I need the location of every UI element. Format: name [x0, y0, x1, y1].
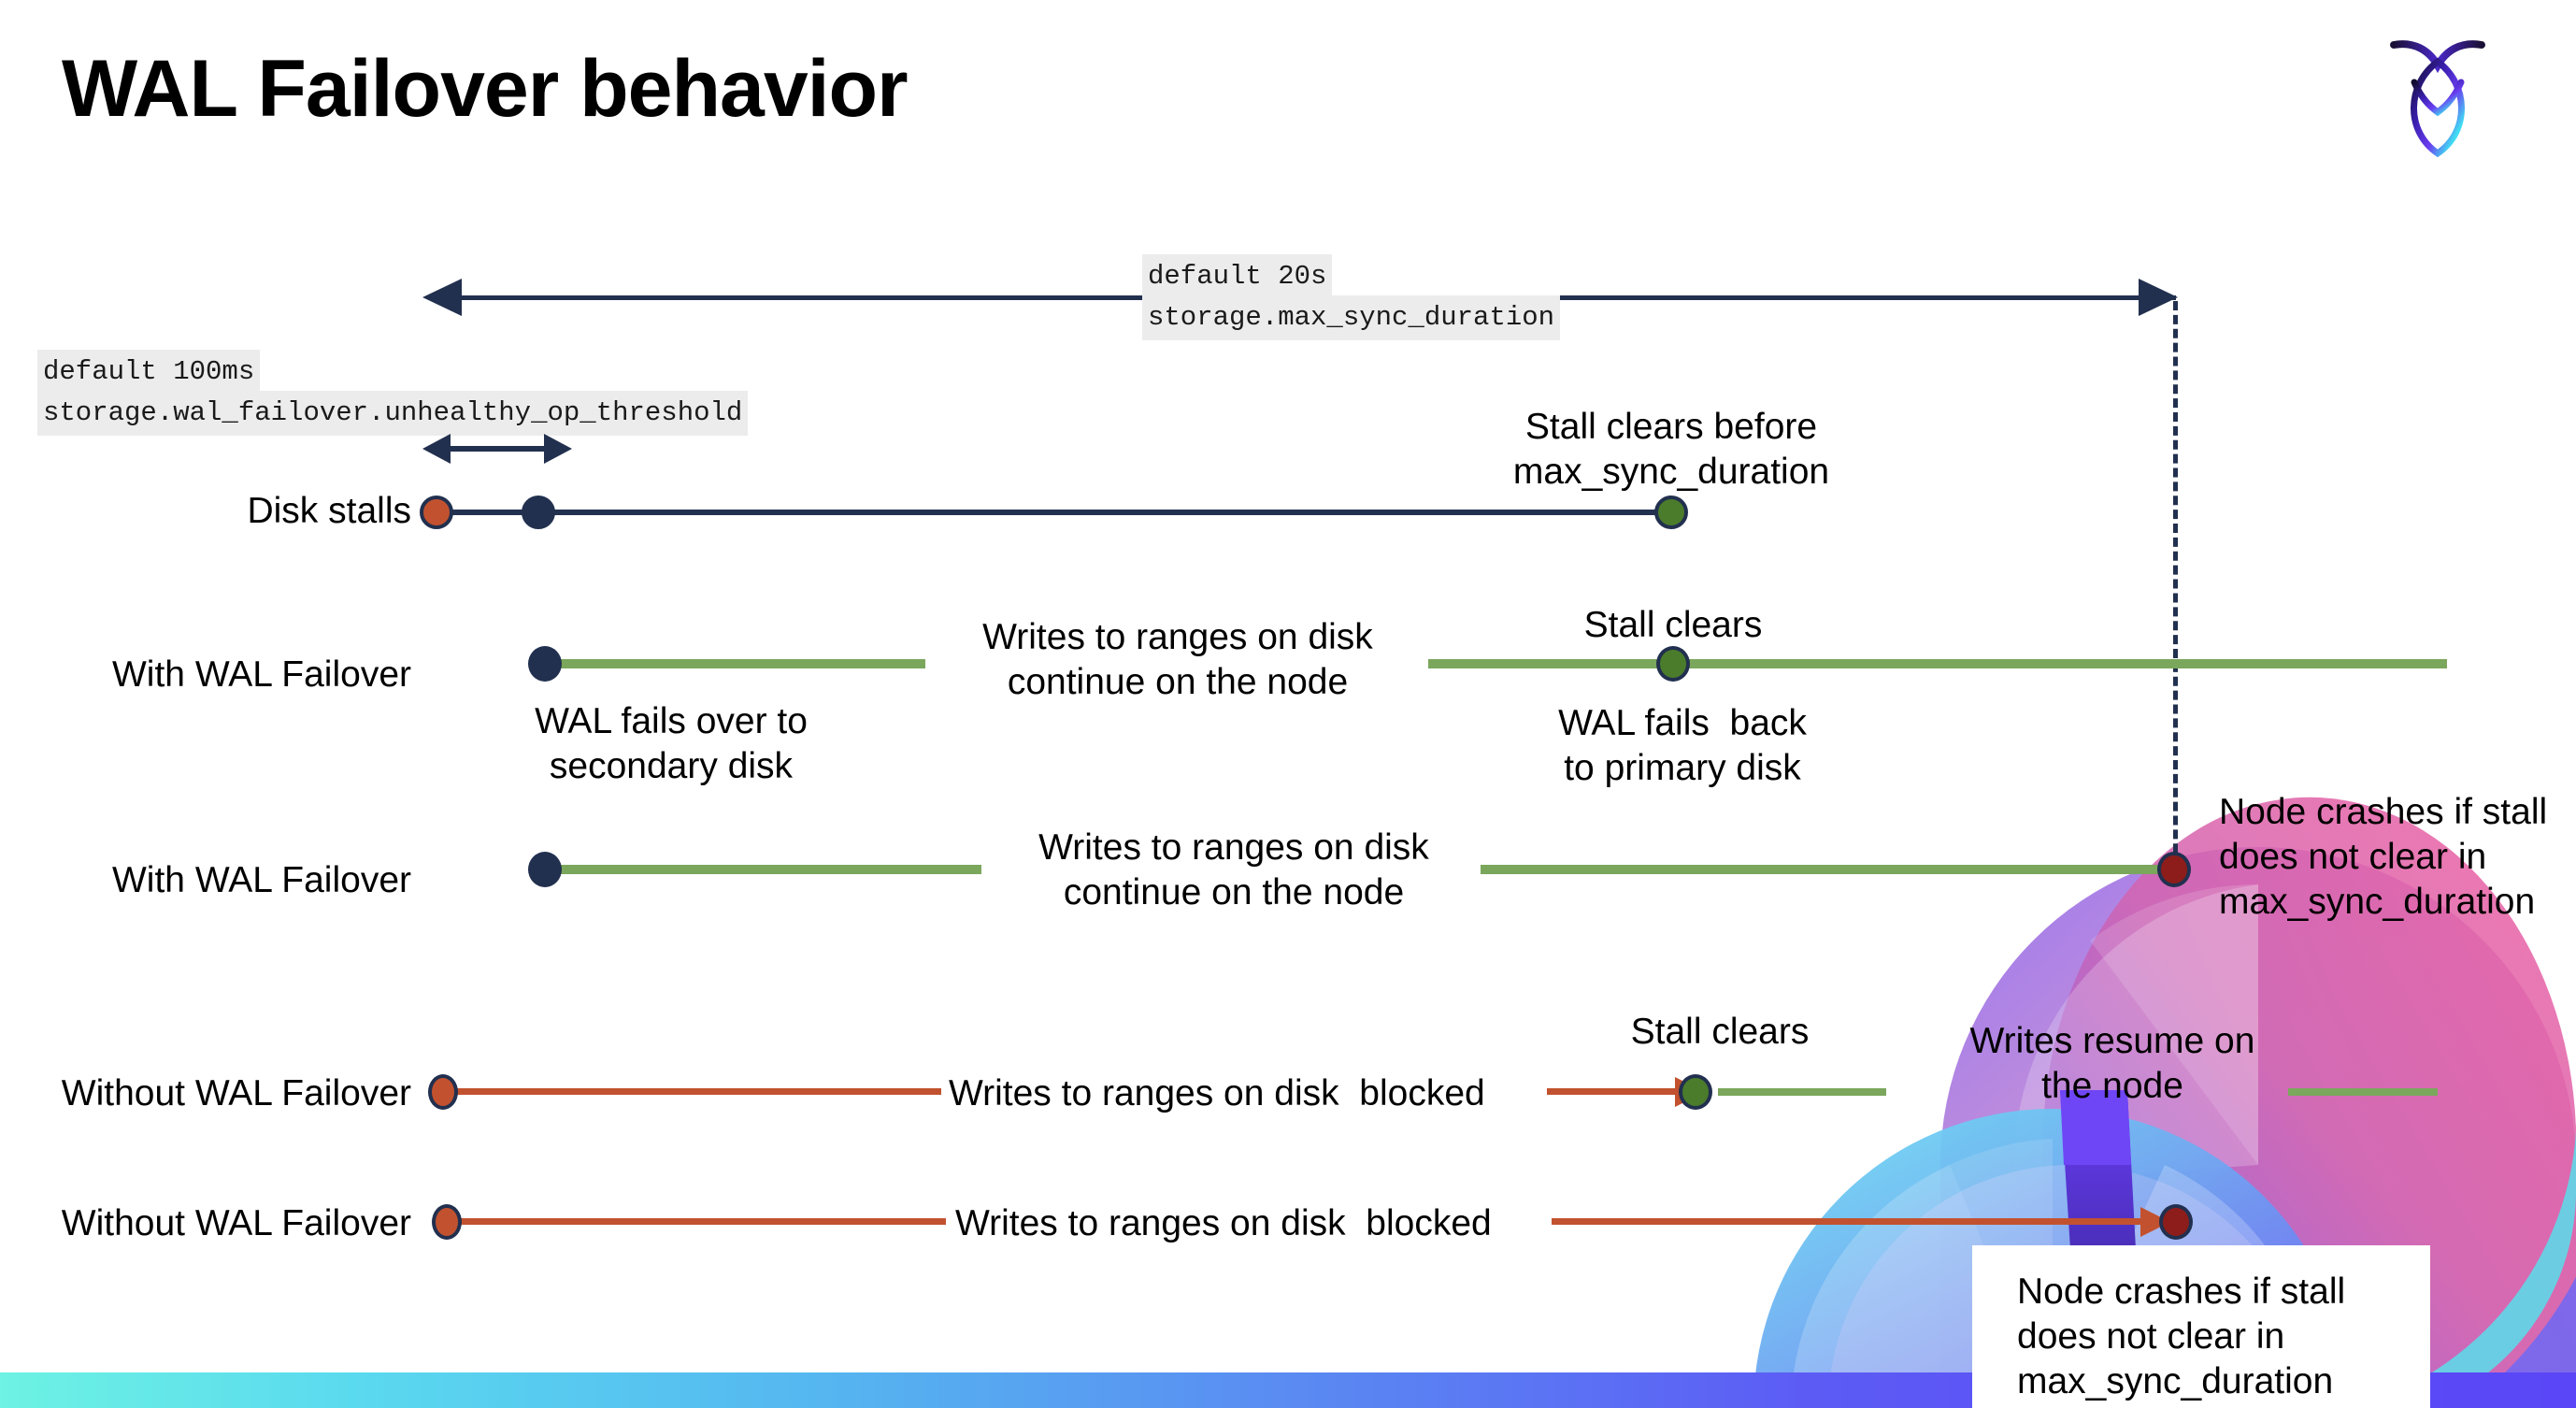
note-writes-continue-row2: Writes to ranges on disk continue on the… [982, 617, 1373, 702]
note-stall-clears-row4: Stall clears [1630, 1012, 1810, 1052]
without-failover-crash-line-2 [1552, 1218, 2159, 1225]
row-label-without-wal-failover-crash: Without WAL Failover [61, 1203, 411, 1243]
note-node-crashes-row5: Node crashes if stall does not clear in … [2017, 1272, 2346, 1401]
small-right-arrowhead-icon [544, 434, 572, 464]
note-writes-blocked-row5: Writes to ranges on disk blocked [955, 1203, 1492, 1243]
dot-wal-fails-over [528, 646, 562, 682]
row-label-without-wal-failover-clears: Without WAL Failover [61, 1073, 411, 1113]
with-failover-crash-line-2 [1481, 865, 2174, 874]
dot-stall-start [420, 496, 453, 529]
unhealthy-threshold-span-line [432, 446, 563, 452]
without-failover-blocked-line-2 [1547, 1088, 1682, 1095]
callout-box-node-crashes [1972, 1245, 2430, 1408]
without-failover-crash-line-1 [456, 1218, 946, 1225]
unhealthy-default-label: default 100ms [37, 350, 261, 395]
disk-stalls-timeline [439, 510, 1682, 515]
note-stall-clears-row2: Stall clears [1583, 605, 1763, 645]
right-arrowhead-icon [2139, 279, 2178, 316]
without-failover-resume-line-1 [1718, 1088, 1886, 1096]
max-sync-setting-label: storage.max_sync_duration [1142, 295, 1561, 340]
small-left-arrowhead-icon [422, 434, 451, 464]
dot-stall-clears-row4 [1679, 1074, 1712, 1110]
orange-arrowhead-row5-icon [2140, 1207, 2170, 1237]
with-failover-crash-line-1 [546, 865, 981, 874]
dot-stall-clears-row2 [1656, 646, 1690, 682]
note-writes-continue-row3: Writes to ranges on disk continue on the… [1038, 827, 1429, 912]
note-wal-fails-over-secondary: WAL fails over to secondary disk [535, 701, 808, 786]
dot-stall-start-row4 [428, 1074, 458, 1110]
left-arrowhead-icon [422, 279, 462, 316]
max-sync-duration-dashed-guide [2173, 301, 2178, 881]
note-wal-fails-back-primary: WAL fails back to primary disk [1558, 703, 1807, 788]
page-title: WAL Failover behavior [62, 44, 909, 134]
note-writes-blocked-row4: Writes to ranges on disk blocked [949, 1073, 1485, 1113]
unhealthy-setting-label: storage.wal_failover.unhealthy_op_thresh… [37, 391, 749, 436]
row-label-with-wal-failover-crash: With WAL Failover [112, 860, 411, 900]
max-sync-default-label: default 20s [1142, 254, 1333, 299]
with-failover-line-segment-1 [546, 659, 925, 668]
with-failover-line-segment-2 [1428, 659, 2447, 668]
dot-stall-clears [1654, 496, 1688, 529]
row-label-with-wal-failover-clears: With WAL Failover [112, 654, 411, 695]
dot-node-crash-row3 [2157, 852, 2191, 887]
note-node-crashes-row3: Node crashes if stall does not clear in … [2219, 792, 2548, 922]
row-label-disk-stalls: Disk stalls [247, 491, 411, 531]
note-writes-resume-row4: Writes resume on the node [1969, 1021, 2255, 1106]
dot-threshold-exceeded [522, 496, 555, 529]
note-stall-clears-before-max-sync: Stall clears before max_sync_duration [1512, 407, 1830, 492]
dot-stall-start-row5 [432, 1204, 462, 1240]
without-failover-resume-line-2 [2288, 1088, 2438, 1096]
dot-wal-fails-over-row3 [528, 852, 562, 887]
without-failover-blocked-line-1 [453, 1088, 941, 1095]
dot-node-crash-row5 [2159, 1204, 2193, 1240]
cockroachdb-logo-icon [2386, 28, 2489, 159]
